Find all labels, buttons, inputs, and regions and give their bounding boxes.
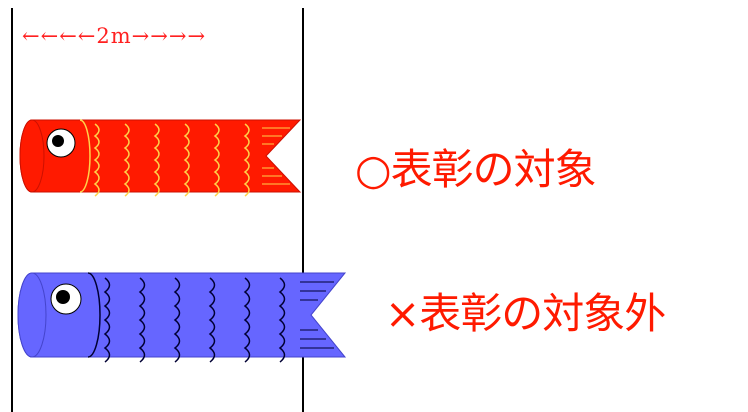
eligible-caption: ○表彰の対象 [355,145,597,194]
koinobori-blue-carp-icon [17,272,347,363]
red-carp-scales [93,123,250,197]
blue-carp-head-line [87,272,101,358]
not-eligible-caption: ×表彰の対象外 [385,289,666,338]
red-carp-eye-pupil [52,135,64,147]
red-carp-head-line [79,119,91,193]
blue-carp-mouth [17,272,47,358]
blue-carp-tail-stripes [300,281,334,349]
blue-carp-eye-pupil [56,290,70,304]
measurement-label: ←←←←2m→→→→ [22,24,207,48]
blue-carp-scales [103,277,286,363]
red-carp-tail-stripes [262,127,290,185]
red-carp-mouth [19,119,45,193]
koinobori-red-carp-icon [19,119,302,197]
